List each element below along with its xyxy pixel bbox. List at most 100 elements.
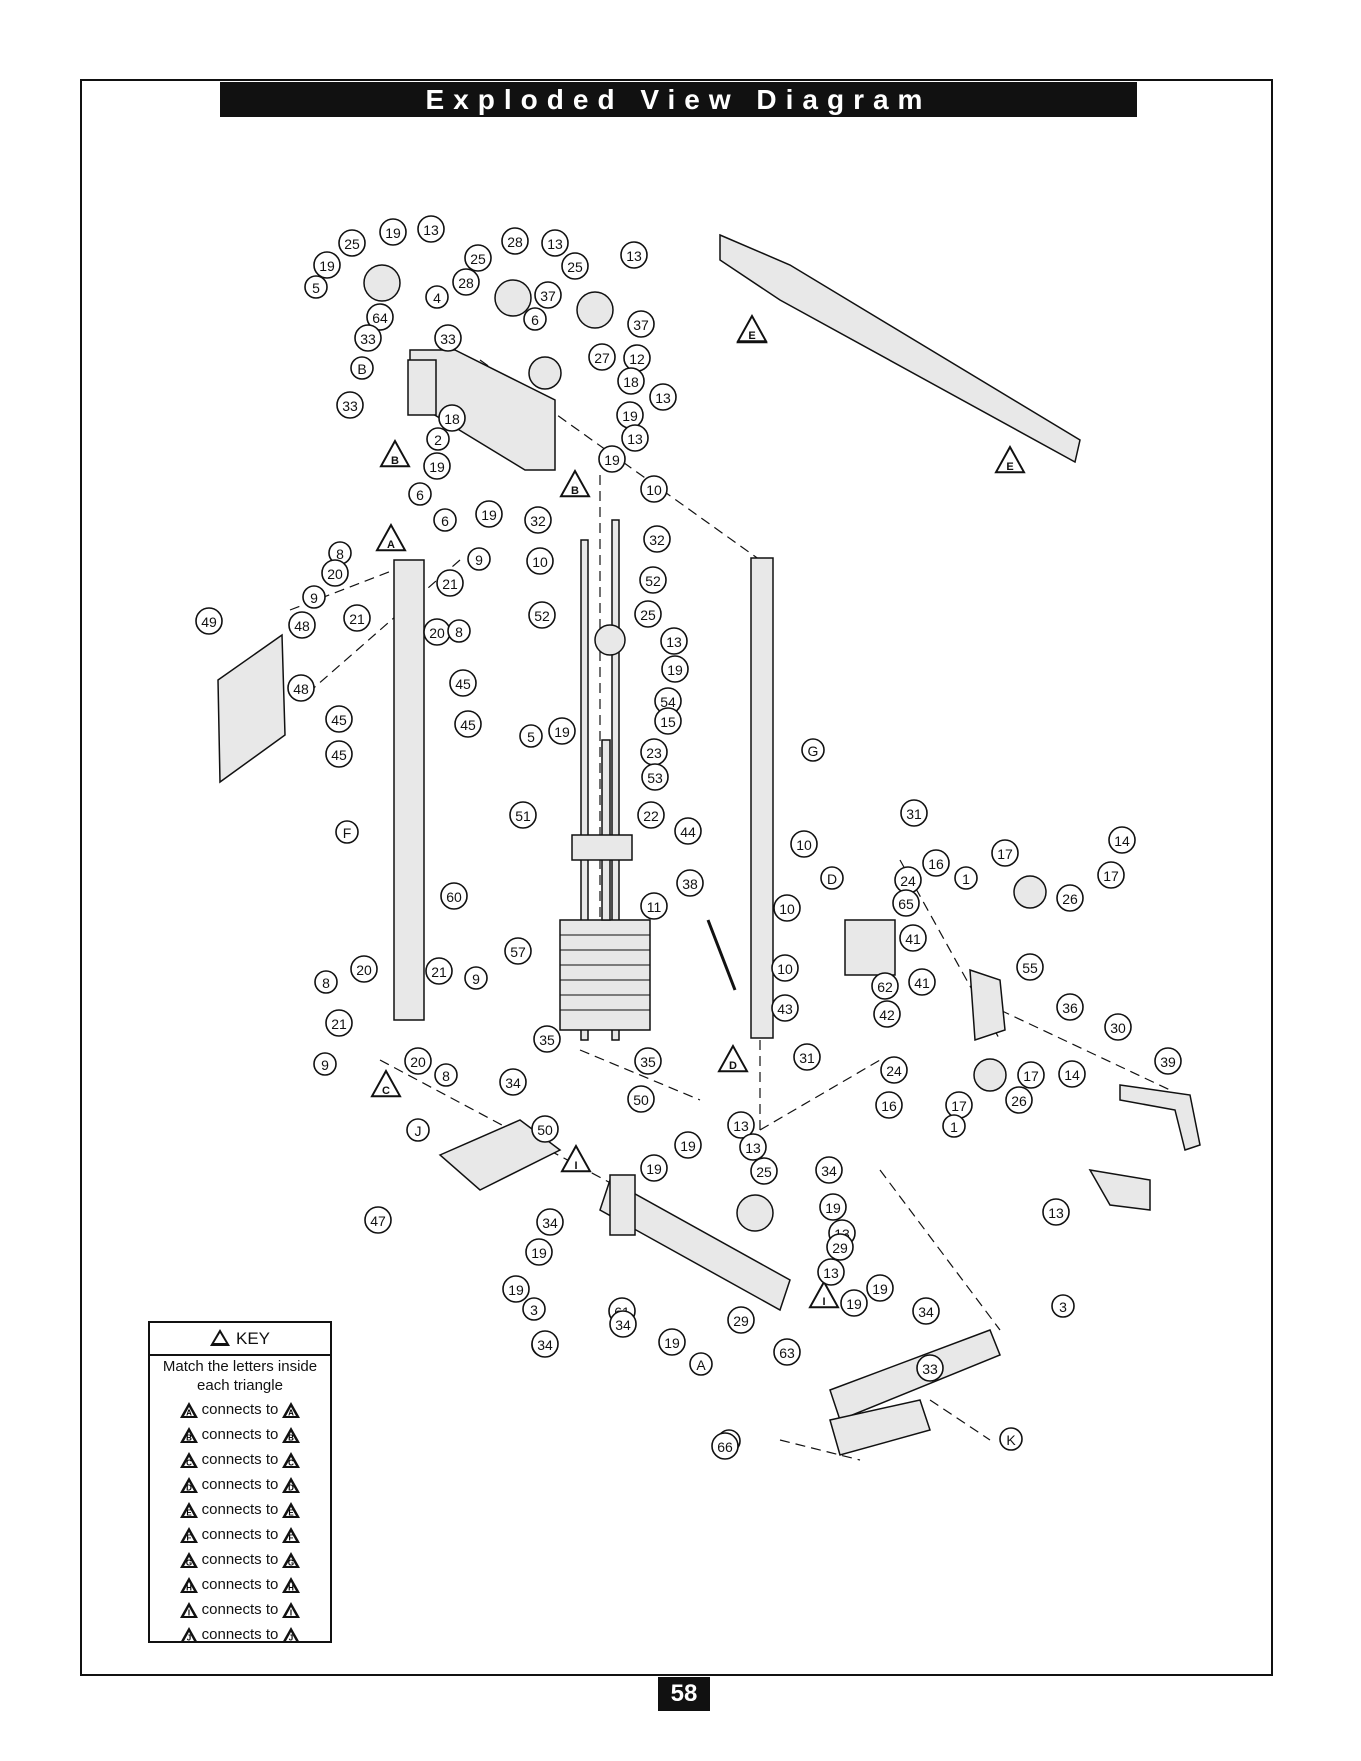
page-title: Exploded View Diagram [220, 82, 1137, 117]
pulley [736, 1194, 774, 1232]
triangle-icon: I [282, 1601, 301, 1618]
svg-text:37: 37 [633, 317, 649, 333]
triangle-icon: F [282, 1526, 301, 1543]
svg-text:13: 13 [626, 248, 642, 264]
svg-text:6: 6 [416, 487, 424, 503]
svg-text:D: D [186, 1483, 192, 1492]
key-row-text: connects to [201, 1451, 279, 1468]
svg-text:15: 15 [660, 714, 676, 730]
top-bracket-arm [407, 359, 437, 416]
svg-text:27: 27 [594, 350, 610, 366]
callout-49: 49 [195, 607, 223, 635]
callout-27: 27 [588, 343, 616, 371]
callout-14: 14 [1108, 826, 1136, 854]
callout-20: 20 [423, 618, 451, 646]
callout-19: 19 [658, 1328, 686, 1356]
svg-text:14: 14 [1064, 1067, 1080, 1083]
svg-text:43: 43 [777, 1001, 793, 1017]
callout-18: 18 [438, 404, 466, 432]
callout-16: 16 [922, 849, 950, 877]
triangle-icon: A [179, 1401, 198, 1418]
callout-43: 43 [771, 994, 799, 1022]
svg-text:42: 42 [879, 1007, 895, 1023]
base-upright [609, 1174, 636, 1236]
svg-text:34: 34 [821, 1163, 837, 1179]
pulley [594, 624, 626, 656]
callout-29: 29 [727, 1306, 755, 1334]
svg-text:13: 13 [733, 1118, 749, 1134]
callout-10: 10 [640, 475, 668, 503]
callout-8: 8 [314, 970, 338, 994]
svg-text:13: 13 [1048, 1205, 1064, 1221]
triangle-icon: J [282, 1626, 301, 1643]
callout-38: 38 [676, 869, 704, 897]
svg-text:25: 25 [756, 1164, 772, 1180]
handle-39 [1119, 1084, 1201, 1151]
base-tube-61 [829, 1329, 1001, 1421]
svg-text:5: 5 [527, 729, 535, 745]
svg-text:41: 41 [905, 931, 921, 947]
callout-21: 21 [343, 604, 371, 632]
rear-column-g [750, 557, 774, 1039]
svg-text:20: 20 [356, 962, 372, 978]
front-column-60 [393, 559, 425, 1021]
svg-text:A: A [186, 1408, 192, 1417]
base-frame-j [438, 1119, 562, 1191]
triangle-icon: E [282, 1501, 301, 1518]
callout-50: 50 [531, 1115, 559, 1143]
key-row-text: connects to [201, 1626, 279, 1643]
callout-13: 13 [817, 1258, 845, 1286]
callout-20: 20 [321, 559, 349, 587]
callout-5: 5 [519, 724, 543, 748]
callout-13: 13 [660, 627, 688, 655]
callout-35: 35 [634, 1047, 662, 1075]
svg-text:49: 49 [201, 614, 217, 630]
callout-16: 16 [875, 1091, 903, 1119]
svg-text:64: 64 [372, 310, 388, 326]
svg-text:8: 8 [322, 975, 330, 991]
callout-17: 17 [991, 839, 1019, 867]
callout-12: 12 [623, 344, 651, 372]
svg-text:1: 1 [950, 1119, 958, 1135]
svg-text:17: 17 [997, 846, 1013, 862]
connection-triangle-B: B [379, 438, 411, 468]
callout-D: D [820, 866, 844, 890]
callout-17: 17 [1017, 1061, 1045, 1089]
key-instruction: Match the letters inside each triangle [162, 1358, 318, 1394]
callout-3: 3 [522, 1297, 546, 1321]
callout-52: 52 [639, 566, 667, 594]
svg-text:65: 65 [898, 896, 914, 912]
callout-8: 8 [447, 619, 471, 643]
svg-text:18: 18 [444, 411, 460, 427]
callout-36: 36 [1056, 993, 1084, 1021]
svg-text:39: 39 [1160, 1054, 1176, 1070]
svg-text:26: 26 [1062, 891, 1078, 907]
svg-text:4: 4 [433, 290, 441, 306]
callout-2: 2 [426, 427, 450, 451]
svg-text:13: 13 [823, 1265, 839, 1281]
svg-text:K: K [1006, 1432, 1016, 1448]
callout-45: 45 [454, 710, 482, 738]
svg-text:34: 34 [918, 1304, 934, 1320]
callout-37: 37 [534, 281, 562, 309]
callout-44: 44 [674, 817, 702, 845]
svg-text:D: D [288, 1483, 294, 1492]
svg-text:A: A [288, 1408, 294, 1417]
svg-text:E: E [289, 1508, 295, 1517]
svg-text:34: 34 [537, 1337, 553, 1353]
triangle-icon: B [179, 1426, 198, 1443]
svg-text:32: 32 [530, 513, 546, 529]
svg-text:48: 48 [294, 618, 310, 634]
svg-text:28: 28 [458, 275, 474, 291]
key-row-text: connects to [201, 1501, 279, 1518]
callout-A: A [689, 1352, 713, 1376]
svg-text:19: 19 [508, 1282, 524, 1298]
svg-text:66: 66 [717, 1439, 733, 1455]
callout-13: 13 [417, 215, 445, 243]
callout-33: 33 [336, 391, 364, 419]
callout-13: 13 [541, 229, 569, 257]
callout-3: 3 [1051, 1294, 1075, 1318]
